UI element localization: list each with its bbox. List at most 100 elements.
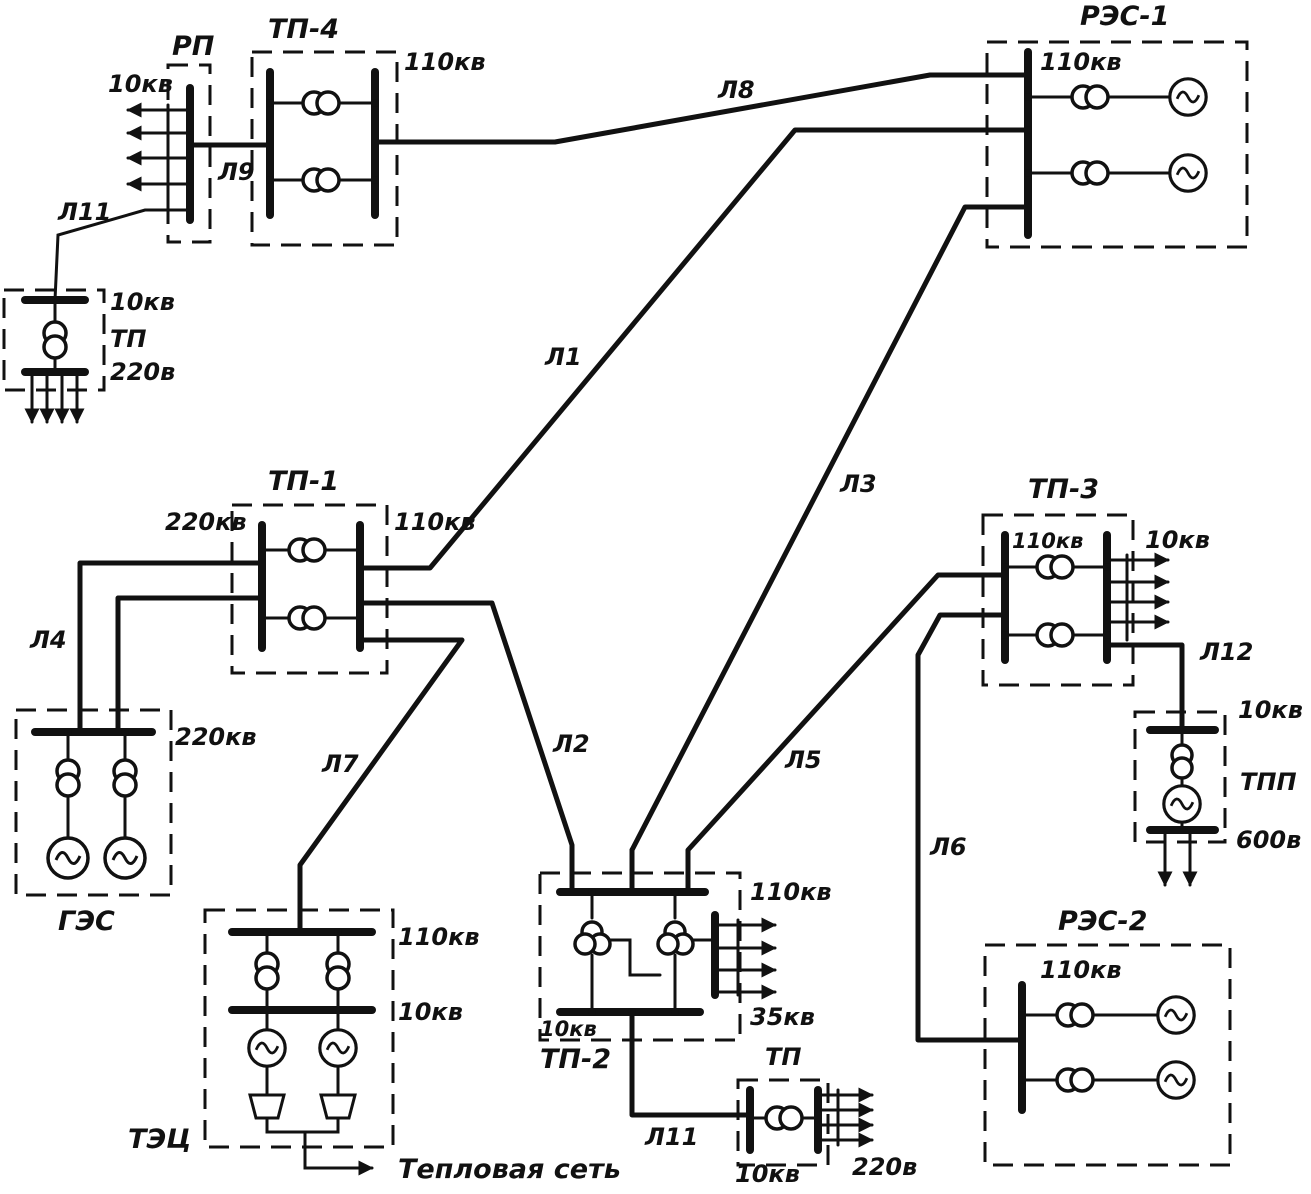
res1-label: РЭС-1 [1080, 1, 1169, 32]
ges-label: ГЭС [58, 906, 115, 937]
transformer-icon [1069, 1002, 1095, 1028]
tp2-substation [556, 888, 777, 1016]
voltage-labels: 10кв 110кв 110кв 10кв 220в 220кв 110кв 1… [108, 48, 1303, 1188]
tp2-link-35 [608, 938, 662, 977]
voltage-label: 220в [852, 1153, 917, 1181]
line-l2 [357, 600, 575, 893]
turbine-icon [248, 1093, 286, 1120]
line-label: Л8 [717, 76, 755, 104]
tp3-label: ТП-3 [1028, 474, 1099, 505]
voltage-label: 110кв [1040, 956, 1122, 984]
voltage-label: 35кв [750, 1003, 815, 1031]
tp4-substation [266, 68, 379, 219]
generator-icon [318, 1028, 358, 1068]
ges-station [31, 728, 156, 880]
line-label: Л5 [784, 746, 822, 774]
transformer-icon [1084, 160, 1110, 186]
voltage-label: 10кв [1238, 696, 1303, 724]
line-labels: Л1 Л2 Л3 Л4 Л5 Л6 Л7 Л8 Л9 Л11 Л11 Л12 [29, 76, 1253, 1151]
line-label: Л11 [644, 1123, 698, 1151]
line-l12 [1104, 642, 1185, 733]
transformer-icon [112, 772, 138, 798]
res1-station [1024, 48, 1208, 239]
generator-icon [1168, 77, 1208, 117]
transformer-icon [656, 932, 680, 956]
tpp-substation [1146, 726, 1219, 887]
transformer-icon [301, 605, 327, 631]
transformer-icon [1170, 756, 1194, 780]
tp4-label: ТП-4 [268, 14, 339, 45]
tp3-enclosure [981, 513, 1135, 687]
line-label: Л1 [544, 343, 582, 371]
generator-icon [1162, 784, 1202, 824]
transformer-icon [42, 334, 68, 360]
tp3-substation [1001, 531, 1170, 664]
generator-icon [1156, 995, 1196, 1035]
transformer-icon [325, 965, 351, 991]
res1-enclosure [985, 40, 1249, 249]
generator-icon [1168, 153, 1208, 193]
tp-bottom-enclosure [736, 1078, 830, 1167]
line-label: Л3 [839, 470, 877, 498]
transformer-icon [315, 90, 341, 116]
voltage-label: 110кв [1040, 48, 1122, 76]
tp1-enclosure [230, 503, 389, 675]
line-l4-a [77, 560, 265, 733]
voltage-label: 110кв [750, 878, 832, 906]
tp-bottom-label: ТП [765, 1043, 801, 1071]
voltage-label: 110кв [394, 508, 476, 536]
voltage-label: 600в [1236, 826, 1301, 854]
tp2-label: ТП-2 [540, 1044, 611, 1075]
enclosures [2, 40, 1249, 1167]
tpp-label: ТПП [1240, 768, 1297, 796]
transformer-icon [1049, 554, 1075, 580]
line-label: Л2 [552, 730, 590, 758]
voltage-label: 220кв [175, 723, 257, 751]
tp1-label: ТП-1 [268, 466, 339, 497]
ges-enclosure [14, 708, 173, 897]
res2-label: РЭС-2 [1058, 906, 1147, 937]
tec-label: ТЭЦ [128, 1124, 191, 1155]
res2-station [1018, 981, 1196, 1114]
voltage-label: 10кв [540, 1017, 597, 1041]
generator-icon [1156, 1060, 1196, 1100]
line-l7 [297, 637, 465, 933]
voltage-label: 10кв [1145, 526, 1210, 554]
rp-substation [126, 84, 194, 224]
line-l6 [915, 612, 1025, 1043]
transformer-icon [55, 772, 81, 798]
heat-network-label: Тепловая сеть [398, 1154, 621, 1185]
tp2-enclosure [538, 871, 742, 1042]
transformer-icon [573, 932, 597, 956]
line-label: Л12 [1199, 638, 1253, 666]
tec-heat-output [303, 1130, 374, 1176]
voltage-label: 220кв [165, 508, 247, 536]
tp-top-substation [21, 296, 89, 424]
voltage-label: 220в [110, 358, 175, 386]
res2-enclosure [983, 943, 1232, 1167]
tec-enclosure [203, 908, 395, 1149]
station-labels: РП ТП-4 РЭС-1 ТП-1 ТП-3 РЭС-2 ГЭС ТЭЦ ТП… [58, 1, 1297, 1185]
voltage-label: 10кв [398, 998, 463, 1026]
line-l5 [685, 572, 1008, 893]
transformer-icon [1049, 622, 1075, 648]
generator-icon [46, 836, 90, 880]
line-l4-b [115, 595, 265, 733]
transformer-icon [315, 167, 341, 193]
line-label: Л4 [29, 626, 67, 654]
line-l3 [629, 204, 1031, 853]
tp-top-label: ТП [110, 325, 146, 353]
voltage-label: 110кв [404, 48, 486, 76]
rp-label: РП [172, 31, 215, 62]
generator-icon [103, 836, 147, 880]
tp-bottom-substation [746, 1086, 874, 1154]
generator-icon [247, 1028, 287, 1068]
turbine-icon [319, 1093, 357, 1120]
transformer-icon [1069, 1067, 1095, 1093]
line-label: Л7 [321, 750, 359, 778]
transformer-icon [254, 965, 280, 991]
transmission-lines [53, 72, 1185, 1118]
voltage-label: 10кв [110, 288, 175, 316]
voltage-label: 110кв [1012, 529, 1083, 553]
